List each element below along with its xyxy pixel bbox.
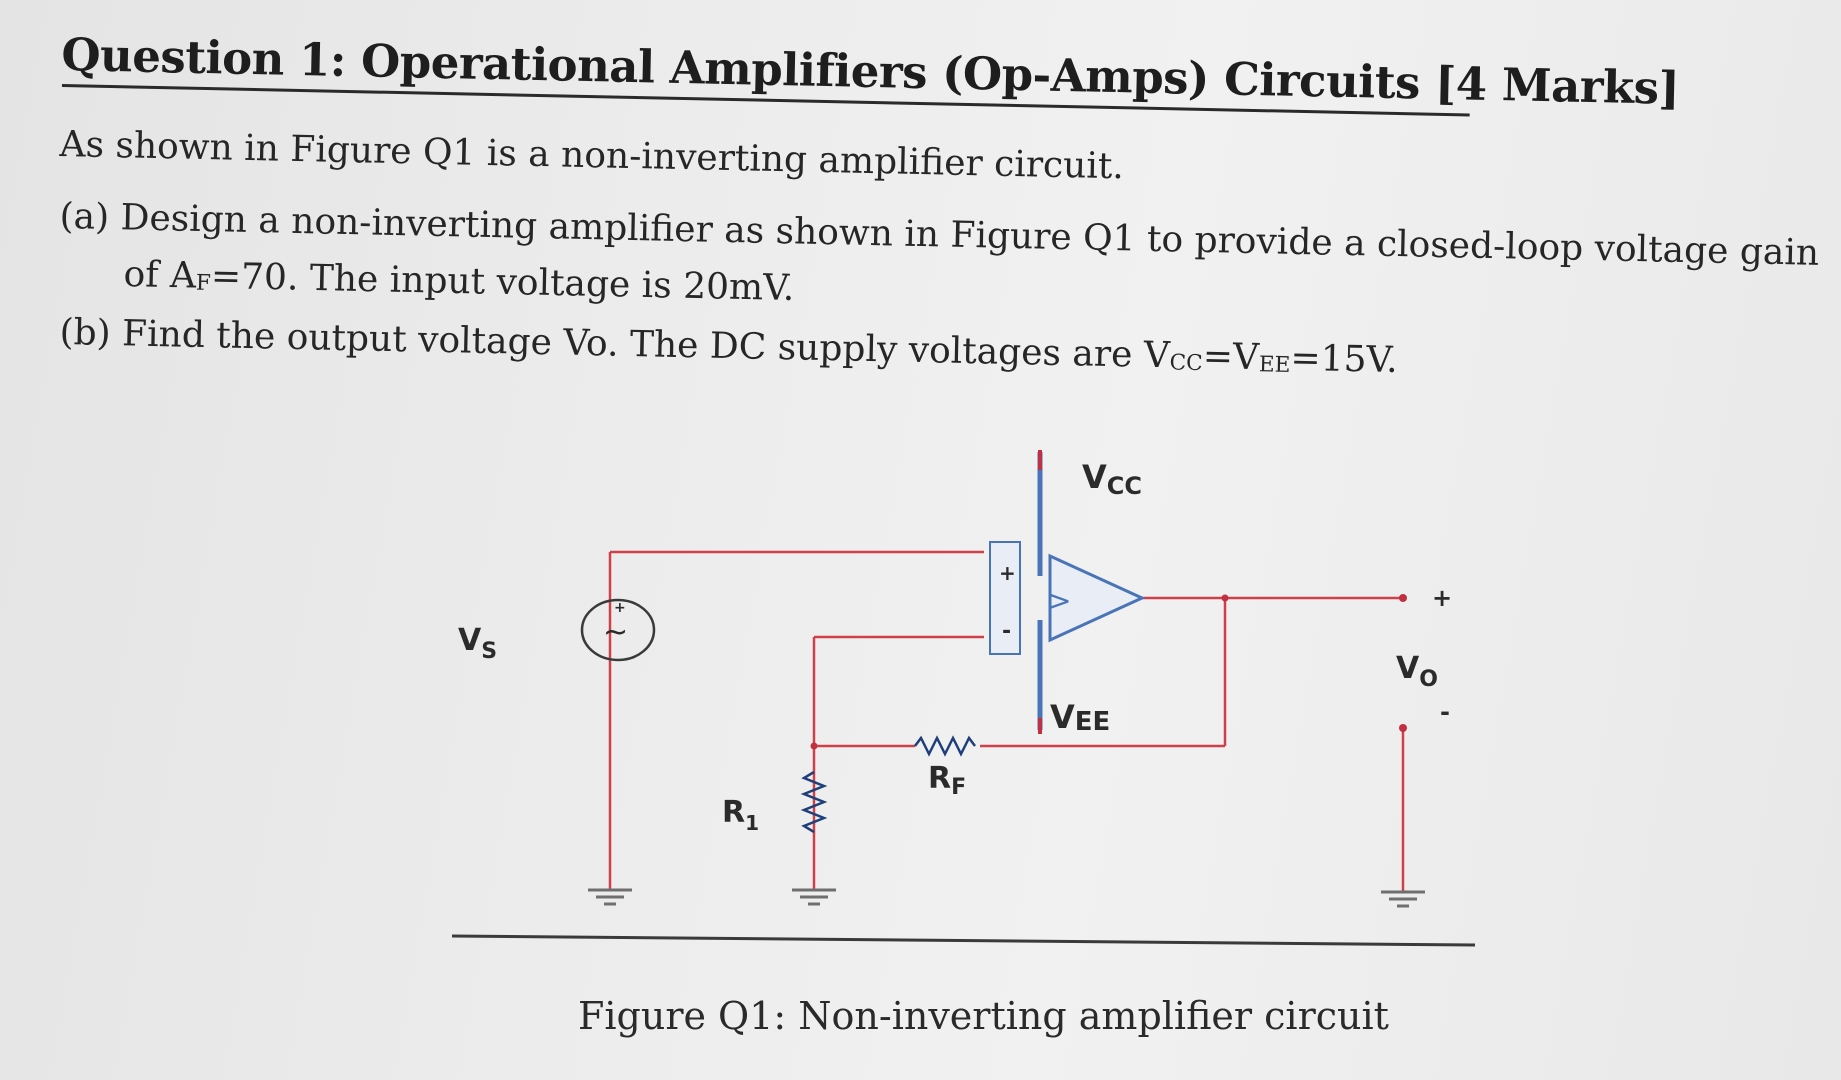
source-tilde: ~ [603, 615, 628, 650]
feedback-junction-dot [1221, 594, 1229, 602]
grounds [588, 888, 1425, 908]
label-vee: VEE [1050, 698, 1110, 737]
label-vo: VO [1396, 651, 1438, 692]
label-r1: R1 [722, 795, 759, 835]
resistor-rf [914, 735, 976, 757]
figure-caption: Figure Q1: Non-inverting amplifier circu… [578, 994, 1389, 1038]
resistor-r1 [800, 770, 828, 834]
output-terminal-dot [1399, 594, 1407, 602]
label-rf: RF [928, 761, 966, 800]
output-minus-sign: - [1440, 698, 1450, 726]
opamp: + - > [989, 450, 1146, 734]
opamp-gt-mark: > [1048, 584, 1071, 617]
opamp-minus-sign: - [1002, 619, 1011, 644]
opamp-plus-sign: + [999, 561, 1016, 585]
figure-baseline [451, 934, 1476, 947]
source-plus: + [614, 600, 626, 616]
rf-zigzag [914, 735, 976, 757]
circuit-labels: VCC VEE VS R1 RF VO + - [458, 458, 1452, 835]
voltage-source: ~ + [580, 598, 656, 662]
return-terminal-dot [1399, 724, 1407, 732]
wire-dots [810, 594, 1407, 750]
wires [608, 550, 1405, 892]
label-vs: VS [458, 623, 497, 664]
r1-zigzag [800, 770, 828, 834]
opamp-triangle [1048, 553, 1146, 643]
output-plus-sign: + [1432, 584, 1452, 612]
r1-junction-dot [810, 742, 818, 750]
label-vcc: VCC [1082, 458, 1142, 500]
opamp-input-block [989, 541, 1021, 655]
source-circle [580, 598, 656, 662]
